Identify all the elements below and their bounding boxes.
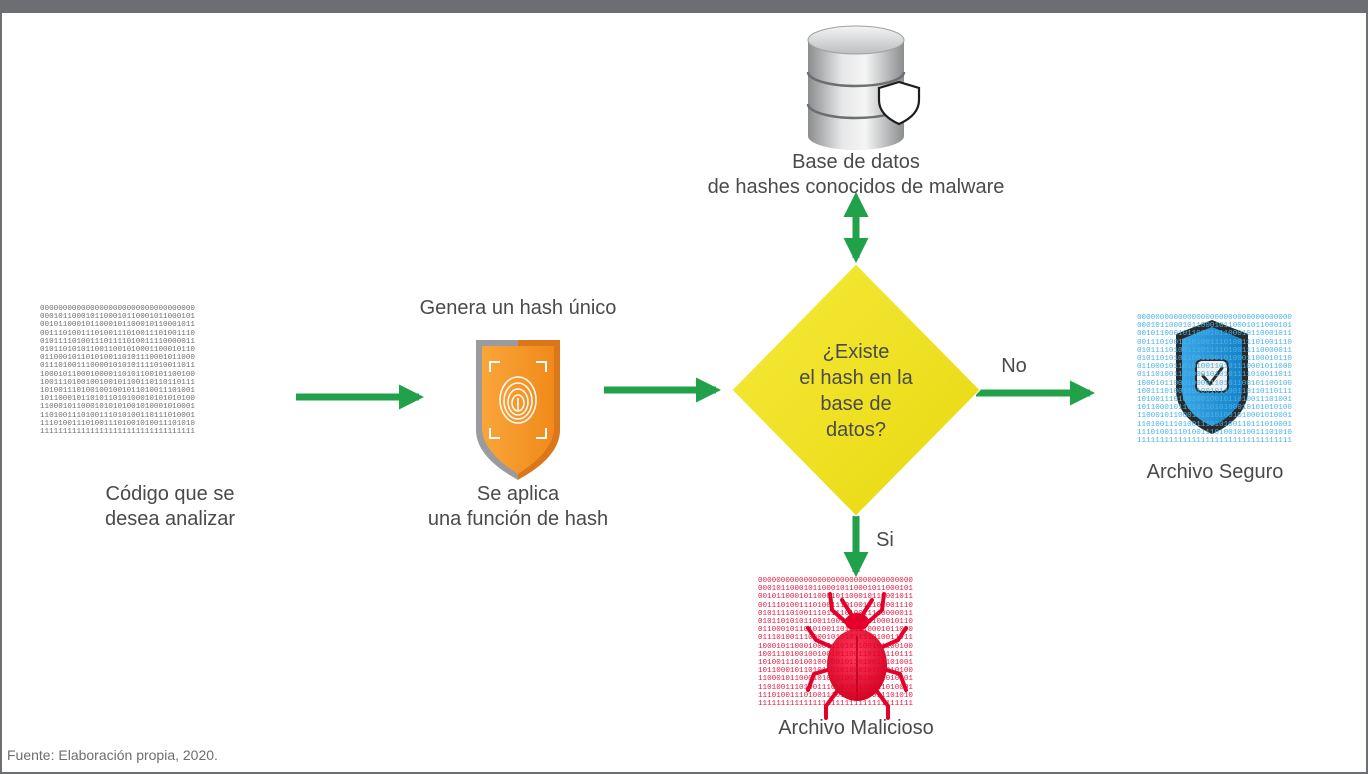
binary-safe-block: 0000000000000000000000000000000000 00010… [1137, 314, 1292, 446]
hash-top-label: Genera un hash único [419, 297, 617, 319]
database-label: Base de datos de hashes conocidos de mal… [660, 150, 1052, 200]
decision-line1: ¿Existe [822, 341, 890, 363]
checkmark-shield-icon [1176, 320, 1248, 434]
binary-malicious-block: 0000000000000000000000000000000000 00010… [758, 577, 913, 709]
decision-line4: datos? [825, 419, 887, 441]
bug-icon [806, 592, 908, 720]
arrows [296, 191, 1096, 578]
edge-no-label: No [1001, 355, 1027, 377]
hash-bottom-line1: Se aplica [476, 483, 560, 505]
malicious-label: Archivo Malicioso [778, 717, 934, 739]
decision-text: ¿Existe el hash en la base de datos? [766, 339, 946, 443]
hash-bottom-line2: una función de hash [427, 508, 609, 530]
code-label-line1: Código que se [105, 483, 235, 505]
decision-line2: el hash en la [799, 367, 913, 389]
edge-yes-label: Si [876, 529, 894, 551]
code-label: Código que se desea analizar [60, 482, 280, 532]
hash-bottom-label: Se aplica una función de hash [380, 482, 656, 532]
binary-code-block: 0000000000000000000000000000000000 00010… [40, 305, 195, 437]
database-label-line1: Base de datos [792, 151, 920, 173]
decision-line3: base de [820, 393, 892, 415]
decision-diamond [731, 263, 981, 517]
safe-label: Archivo Seguro [1146, 461, 1284, 483]
code-label-line2: desea analizar [104, 508, 236, 530]
database-shield-icon [806, 25, 921, 150]
source-note: Fuente: Elaboración propia, 2020. [7, 747, 218, 763]
database-label-line2: de hashes conocidos de malware [707, 176, 1005, 198]
fingerprint-shield-icon [476, 340, 560, 480]
